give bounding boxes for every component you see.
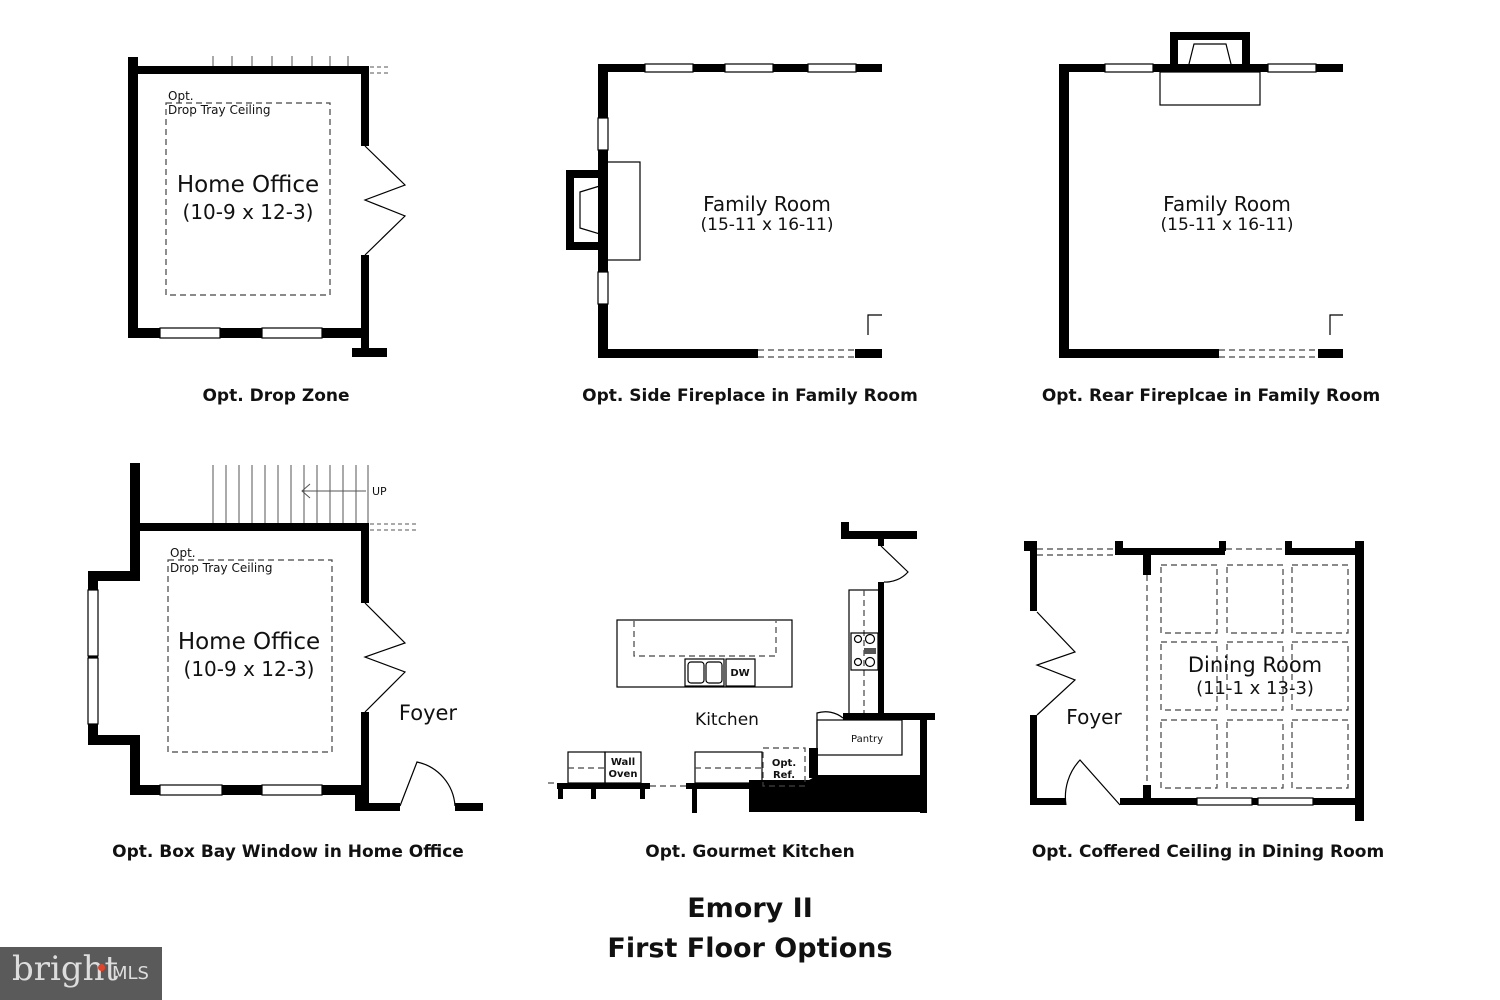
plan-rear-fireplace: Family Room (15-11 x 16-11) Opt. Rear Fi… xyxy=(1042,32,1380,406)
tray-note-label: Drop Tray Ceiling xyxy=(170,561,272,575)
plan-caption: Opt. Drop Zone xyxy=(202,386,349,406)
plan-caption: Opt. Box Bay Window in Home Office xyxy=(112,842,464,862)
tray-note-label: Opt. xyxy=(168,89,194,103)
plan-coffered-dining: Dining Room (11-1 x 13-3) Foyer Opt. Cof… xyxy=(1024,541,1384,862)
plan-gourmet-kitchen: DW Kitchen Pantry Wall Oven Opt. Ref. Op… xyxy=(548,522,935,862)
bright-mls-logo: bright MLS xyxy=(0,947,162,1000)
tray-note-label: Opt. xyxy=(170,546,196,560)
plan-side-fireplace: Family Room (15-11 x 16-11) Opt. Side Fi… xyxy=(566,63,918,406)
logo-suffix: MLS xyxy=(112,963,149,984)
foyer-label: Foyer xyxy=(399,701,458,725)
foyer-label: Foyer xyxy=(1066,705,1122,729)
tray-note-label: Drop Tray Ceiling xyxy=(168,103,270,117)
plan-caption: Opt. Rear Fireplcae in Family Room xyxy=(1042,386,1380,406)
plan-caption: Opt. Coffered Ceiling in Dining Room xyxy=(1032,842,1384,862)
stairs-up-label: UP xyxy=(372,485,387,498)
opt-ref-label: Opt. xyxy=(772,758,796,769)
room-label: Home Office xyxy=(177,172,319,198)
wall-oven-label: Wall xyxy=(611,757,635,768)
sheet-title: Emory II xyxy=(687,893,813,924)
dishwasher-label: DW xyxy=(730,668,749,679)
room-label: Family Room xyxy=(1163,192,1291,216)
room-dims: (10-9 x 12-3) xyxy=(183,200,314,224)
plan-caption: Opt. Side Fireplace in Family Room xyxy=(582,386,918,406)
room-label: Dining Room xyxy=(1188,653,1322,677)
plan-drop-zone: Opt. Drop Tray Ceiling Home Office (10-9… xyxy=(128,56,407,406)
room-label: Family Room xyxy=(703,192,831,216)
plan-box-bay: UP Opt. Drop Tray Ceiling Home Office (1… xyxy=(87,463,483,862)
room-dims: (11-1 x 13-3) xyxy=(1196,678,1314,699)
pantry-label: Pantry xyxy=(851,734,883,745)
room-dims: (15-11 x 16-11) xyxy=(1161,215,1294,235)
room-label: Home Office xyxy=(178,629,320,655)
wall-oven-label: Oven xyxy=(609,769,638,780)
plan-caption: Opt. Gourmet Kitchen xyxy=(645,842,854,862)
room-dims: (15-11 x 16-11) xyxy=(701,215,834,235)
logo-dot-icon xyxy=(98,964,105,971)
opt-ref-label: Ref. xyxy=(773,770,795,781)
room-label: Kitchen xyxy=(695,710,759,730)
sheet-subtitle: First Floor Options xyxy=(607,933,892,964)
room-dims: (10-9 x 12-3) xyxy=(184,657,315,681)
